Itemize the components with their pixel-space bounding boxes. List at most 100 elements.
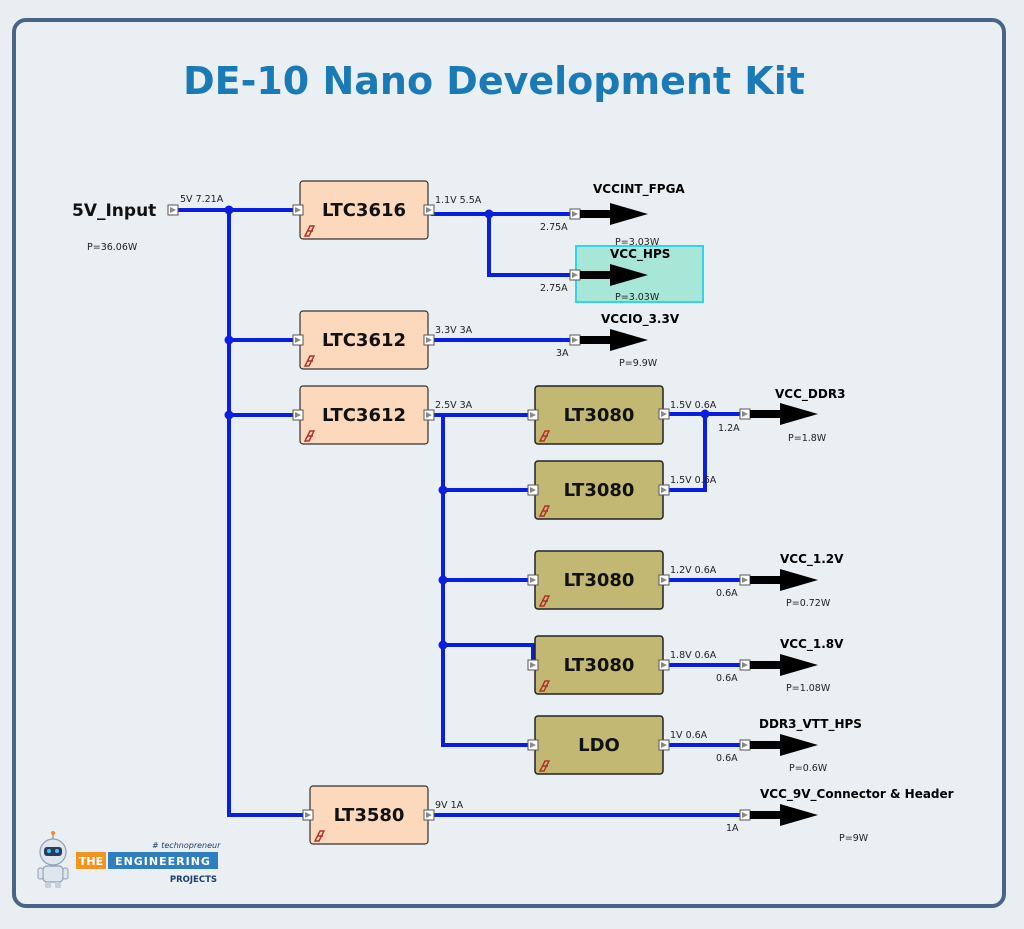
junction-dot <box>438 575 448 585</box>
rail-vccint-fpga[interactable] <box>569 203 648 225</box>
arrow-icon <box>750 734 818 756</box>
port-out[interactable] <box>658 408 670 420</box>
rail-vcc-hps[interactable] <box>569 264 648 286</box>
rail-name: VCC_DDR3 <box>775 387 845 402</box>
input-spec: 5V 7.21A <box>180 194 224 205</box>
input-port[interactable] <box>167 204 179 216</box>
junction-dot <box>224 335 234 345</box>
block-label: LTC3612 <box>322 330 406 351</box>
lt3080c-out: 1.2V 0.6A <box>670 565 717 576</box>
port-out[interactable] <box>658 739 670 751</box>
port-in[interactable] <box>527 739 539 751</box>
rail-port[interactable] <box>739 809 751 821</box>
diagram-frame <box>12 18 1006 908</box>
port-in[interactable] <box>527 574 539 586</box>
block-label: LT3080 <box>564 570 635 591</box>
block-lt3080-1v2[interactable]: LT3080 <box>527 550 670 610</box>
junction-dot <box>700 409 710 419</box>
block-label: LTC3616 <box>322 200 406 221</box>
logo-tag: # technopreneur <box>152 841 221 850</box>
logo-word1-bg <box>76 852 106 869</box>
lt3580-out: 9V 1A <box>435 800 464 811</box>
block-lt3580[interactable]: LT3580 <box>302 785 435 845</box>
block-ldo[interactable]: LDO <box>527 715 670 775</box>
regulator-icon <box>303 355 316 367</box>
rail-power: P=3.03W <box>615 292 660 303</box>
regulator-icon <box>303 430 316 442</box>
ltc3612b-out: 2.5V 3A <box>435 400 473 411</box>
rail-port[interactable] <box>569 208 581 220</box>
rail-port[interactable] <box>739 574 751 586</box>
port-in[interactable] <box>292 334 304 346</box>
port-out[interactable] <box>423 809 435 821</box>
port-out[interactable] <box>658 659 670 671</box>
rail-vcc-9v[interactable] <box>739 804 818 826</box>
rail-power: P=0.6W <box>789 763 828 774</box>
input-power: P=36.06W <box>87 242 138 253</box>
ldo-out: 1V 0.6A <box>670 730 708 741</box>
block-ltc3612-3v3[interactable]: LTC3612 <box>292 310 435 370</box>
regulator-icon <box>538 680 551 692</box>
lt3080b-out: 1.5V 0.6A <box>670 475 717 486</box>
port-in[interactable] <box>302 809 314 821</box>
wire-vcchps <box>487 212 574 277</box>
block-label: LT3080 <box>564 655 635 676</box>
block-ltc3616[interactable]: LTC3616 <box>292 180 435 240</box>
junction-dot <box>484 209 494 219</box>
regulator-icon <box>538 430 551 442</box>
rail-vcc-1v8[interactable] <box>739 654 818 676</box>
port-in[interactable] <box>527 409 539 421</box>
page-title: DE-10 Nano Development Kit <box>183 59 805 103</box>
arrow-icon <box>580 264 648 286</box>
port-out[interactable] <box>423 409 435 421</box>
port-out[interactable] <box>423 334 435 346</box>
arrow-icon <box>750 804 818 826</box>
rail-port[interactable] <box>739 659 751 671</box>
arrow-icon <box>580 203 648 225</box>
port-out[interactable] <box>423 204 435 216</box>
input-name: 5V_Input <box>72 201 156 221</box>
regulator-icon <box>538 760 551 772</box>
block-lt3080-ddr3-a[interactable]: LT3080 <box>527 385 670 445</box>
arrow-icon <box>750 654 818 676</box>
rail-ddr3-vtt-hps[interactable] <box>739 734 818 756</box>
rail-port[interactable] <box>569 334 581 346</box>
logo-word3: PROJECTS <box>170 875 217 885</box>
rail-current: 0.6A <box>716 673 738 684</box>
port-out[interactable] <box>658 574 670 586</box>
rail-name: DDR3_VTT_HPS <box>759 717 862 732</box>
port-in[interactable] <box>292 409 304 421</box>
regulator-icon <box>313 830 326 842</box>
regulator-icon <box>538 595 551 607</box>
port-in[interactable] <box>527 659 539 671</box>
port-in[interactable] <box>292 204 304 216</box>
rail-current: 2.75A <box>540 222 568 233</box>
junction-dot <box>224 410 234 420</box>
block-label: LDO <box>578 735 620 756</box>
block-ltc3612-2v5[interactable]: LTC3612 <box>292 385 435 445</box>
wire-ddr3-parallel <box>665 412 707 492</box>
rail-power: P=9.9W <box>619 358 658 369</box>
rail-port[interactable] <box>739 739 751 751</box>
rail-vcc-1v2[interactable] <box>739 569 818 591</box>
rail-power: P=3.03W <box>615 237 660 248</box>
robot-icon <box>37 831 69 888</box>
junctions <box>224 205 710 650</box>
block-label: LTC3612 <box>322 405 406 426</box>
engineering-projects-logo[interactable]: # technopreneur THE ENGINEERING PROJECTS <box>37 831 221 888</box>
rail-vccio-3v3[interactable] <box>569 329 648 351</box>
port-in[interactable] <box>527 484 539 496</box>
block-lt3080-ddr3-b[interactable]: LT3080 <box>527 460 670 520</box>
port-out[interactable] <box>658 484 670 496</box>
block-lt3080-1v8[interactable]: LT3080 <box>527 635 670 695</box>
lt3080d-out: 1.8V 0.6A <box>670 650 717 661</box>
rail-current: 0.6A <box>716 588 738 599</box>
rail-port[interactable] <box>739 408 751 420</box>
rail-name: VCCIO_3.3V <box>601 312 680 327</box>
rail-port[interactable] <box>569 269 581 281</box>
block-label: LT3580 <box>334 805 405 826</box>
arrow-icon <box>750 403 818 425</box>
arrow-icon <box>750 569 818 591</box>
rail-name: VCC_1.8V <box>780 637 844 652</box>
rail-vcc-ddr3[interactable] <box>739 403 818 425</box>
